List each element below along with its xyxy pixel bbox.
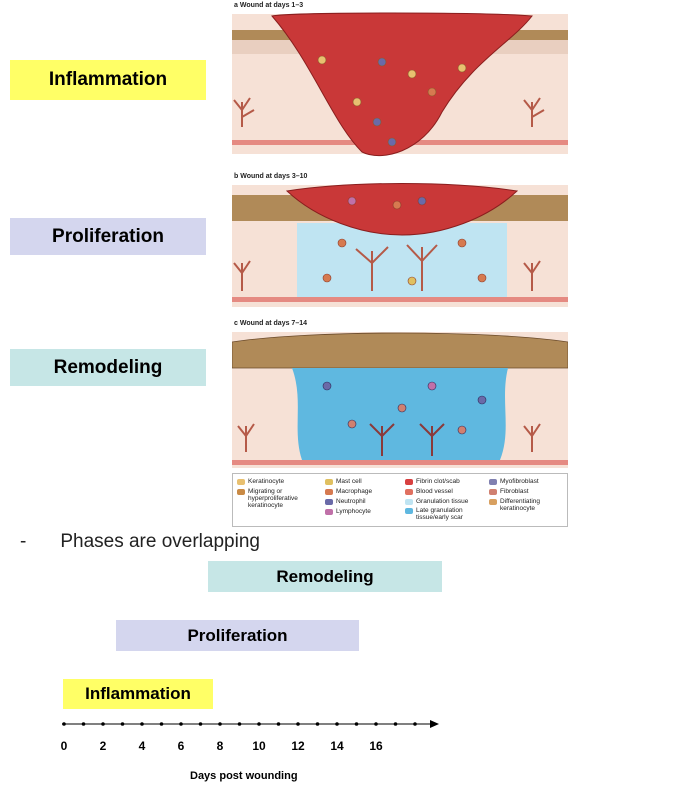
axis-dot	[316, 722, 320, 726]
axis-dot	[199, 722, 203, 726]
axis-dot	[62, 722, 66, 726]
axis-dot	[413, 722, 417, 726]
axis-dot	[160, 722, 164, 726]
axis-tick-label: 4	[139, 739, 146, 753]
legend-item: Macrophage	[325, 488, 372, 495]
axis-tick-label: 14	[330, 739, 343, 753]
wound-illustration-a	[232, 2, 568, 168]
legend-item: Neutrophil	[325, 498, 366, 505]
legend-item: Granulation tissue	[405, 498, 468, 505]
axis-tick-label: 6	[178, 739, 185, 753]
axis-dot	[394, 722, 398, 726]
axis-tick-label: 10	[252, 739, 265, 753]
axis-dot	[238, 722, 242, 726]
legend-swatch-mast-cell	[325, 479, 333, 485]
note-text: Phases are overlapping	[60, 531, 260, 553]
axis-dot	[335, 722, 339, 726]
legend-swatch-late-granulation	[405, 508, 413, 514]
legend-item: Fibroblast	[489, 488, 529, 495]
wound-panel-c: c Wound at days 7–14	[232, 320, 568, 470]
timeline-bar-inflammation: Inflammation	[63, 679, 213, 709]
axis-dot	[296, 722, 300, 726]
timeline-bar-remodeling: Remodeling	[208, 561, 442, 592]
legend-item: Keratinocyte	[237, 478, 284, 485]
legend-item: Mast cell	[325, 478, 362, 485]
legend-swatch-neutrophil	[325, 499, 333, 505]
axis-dot	[277, 722, 281, 726]
axis-dot	[101, 722, 105, 726]
overlap-note: - Phases are overlapping	[20, 531, 260, 553]
legend-item: Blood vessel	[405, 488, 453, 495]
note-dash: -	[20, 531, 26, 553]
legend: Keratinocyte Migrating or hyperprolifera…	[232, 473, 568, 527]
legend-item: Differentiating keratinocyte	[489, 498, 565, 512]
legend-item: Fibrin clot/scab	[405, 478, 460, 485]
axis-dot	[257, 722, 261, 726]
phase-label-proliferation: Proliferation	[10, 218, 206, 255]
axis-dot	[140, 722, 144, 726]
legend-swatch-differentiating-keratinocyte	[489, 499, 497, 505]
legend-swatch-keratinocyte	[237, 479, 245, 485]
axis-dot	[179, 722, 183, 726]
axis-title: Days post wounding	[190, 770, 298, 782]
timeline-bar-proliferation: Proliferation	[116, 620, 359, 651]
legend-swatch-lymphocyte	[325, 509, 333, 515]
axis-dot	[355, 722, 359, 726]
phase-label-remodeling: Remodeling	[10, 349, 206, 386]
wound-illustration-c	[232, 320, 568, 470]
legend-swatch-fibroblast	[489, 489, 497, 495]
legend-swatch-fibrin-clot	[405, 479, 413, 485]
legend-swatch-blood-vessel	[405, 489, 413, 495]
wound-panel-b: b Wound at days 3–10	[232, 173, 568, 311]
legend-item: Lymphocyte	[325, 508, 371, 515]
wound-panel-a: a Wound at days 1–3	[232, 2, 568, 168]
legend-swatch-migrating-keratinocyte	[237, 489, 245, 495]
axis-dot	[82, 722, 86, 726]
timeline-axis	[58, 712, 443, 728]
legend-item: Late granulation tissue/early scar	[405, 507, 483, 521]
axis-tick-label: 16	[369, 739, 382, 753]
phase-label-inflammation: Inflammation	[10, 60, 206, 100]
axis-dot	[121, 722, 125, 726]
axis-tick-label: 12	[291, 739, 304, 753]
legend-swatch-granulation-tissue	[405, 499, 413, 505]
legend-item: Migrating or hyperproliferative keratino…	[237, 488, 319, 509]
wound-illustration-b	[232, 173, 568, 311]
axis-dot	[374, 722, 378, 726]
legend-swatch-myofibroblast	[489, 479, 497, 485]
axis-tick-label: 8	[217, 739, 224, 753]
axis-tick-label: 2	[100, 739, 107, 753]
axis-dot	[218, 722, 222, 726]
legend-swatch-macrophage	[325, 489, 333, 495]
legend-item: Myofibroblast	[489, 478, 539, 485]
axis-tick-label: 0	[61, 739, 68, 753]
